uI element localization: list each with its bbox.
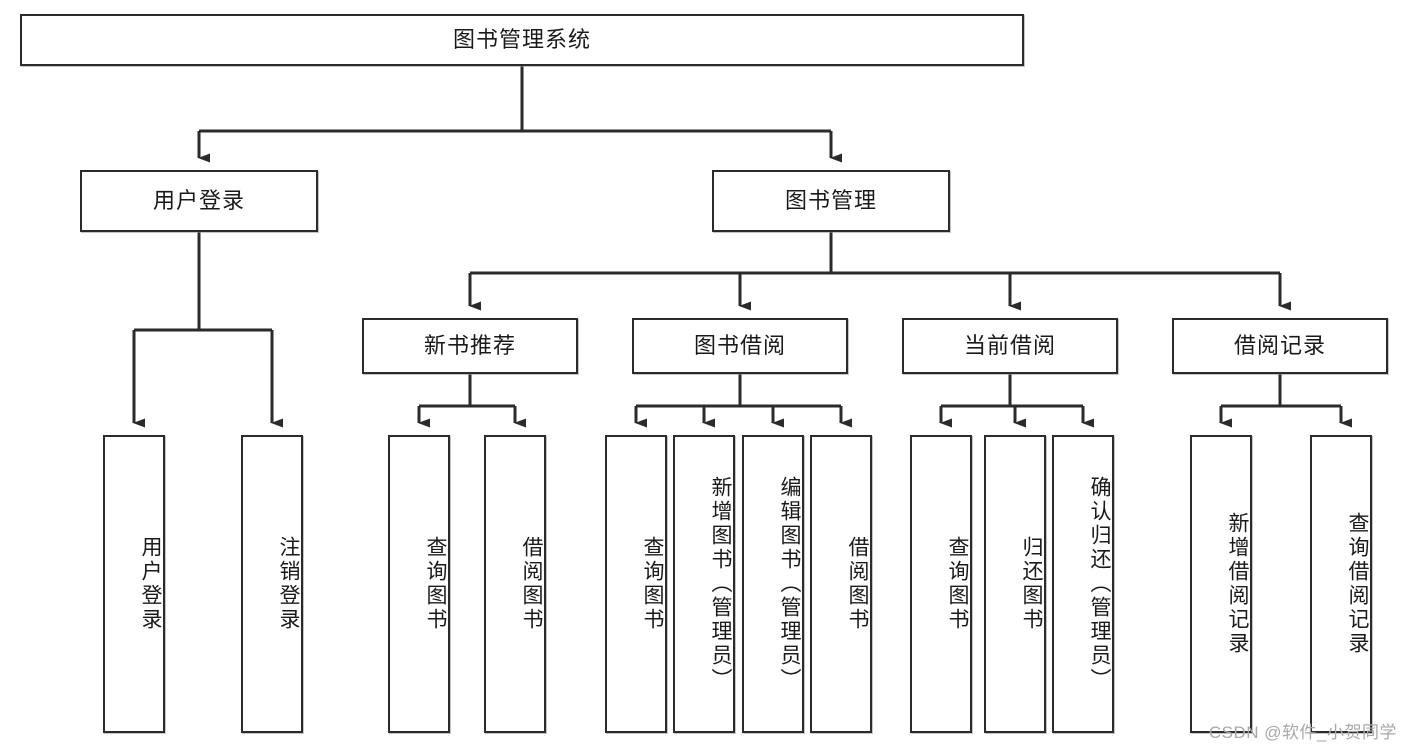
node-label: 查询图书 xyxy=(424,536,447,632)
node-leaf-query-books-current[interactable]: 查询图书 xyxy=(910,435,972,733)
node-leaf-logout[interactable]: 注销登录 xyxy=(241,435,303,733)
node-label: 查询借阅记录 xyxy=(1346,512,1369,656)
node-leaf-query-books-rec[interactable]: 查询图书 xyxy=(388,435,450,733)
node-leaf-edit-book-admin[interactable]: 编辑图书（管理员） xyxy=(742,435,804,733)
node-current-borrow[interactable]: 当前借阅 xyxy=(902,318,1118,374)
node-label: 归还图书 xyxy=(1020,536,1043,632)
node-book-borrow[interactable]: 图书借阅 xyxy=(632,318,848,374)
node-leaf-return-books[interactable]: 归还图书 xyxy=(984,435,1046,733)
node-label: 确认归还（管理员） xyxy=(1088,476,1111,692)
node-leaf-borrow-books-rec[interactable]: 借阅图书 xyxy=(484,435,546,733)
node-leaf-add-borrow-record[interactable]: 新增借阅记录 xyxy=(1190,435,1252,733)
node-label: 图书管理 xyxy=(784,187,877,213)
node-leaf-user-login[interactable]: 用户登录 xyxy=(103,435,165,733)
node-label: 图书借阅 xyxy=(693,332,786,358)
node-label: 图书管理系统 xyxy=(452,26,591,52)
node-label: 借阅图书 xyxy=(520,536,543,632)
node-borrow-records[interactable]: 借阅记录 xyxy=(1172,318,1388,374)
node-label: 新增借阅记录 xyxy=(1226,512,1249,656)
node-label: 用户登录 xyxy=(139,536,162,632)
node-root[interactable]: 图书管理系统 xyxy=(20,14,1024,66)
node-leaf-borrow-books[interactable]: 借阅图书 xyxy=(810,435,872,733)
node-label: 查询图书 xyxy=(946,536,969,632)
node-label: 注销登录 xyxy=(277,536,300,632)
node-new-book-recommend[interactable]: 新书推荐 xyxy=(362,318,578,374)
node-label: 新增图书（管理员） xyxy=(709,476,732,692)
node-label: 当前借阅 xyxy=(963,332,1056,358)
node-label: 查询图书 xyxy=(641,536,664,632)
node-leaf-query-books-borrow[interactable]: 查询图书 xyxy=(605,435,667,733)
node-user-login[interactable]: 用户登录 xyxy=(80,170,318,232)
node-leaf-confirm-return-admin[interactable]: 确认归还（管理员） xyxy=(1052,435,1114,733)
node-label: 借阅记录 xyxy=(1233,332,1326,358)
watermark-text: CSDN @软件_小贺同学 xyxy=(1208,723,1397,742)
node-label: 编辑图书（管理员） xyxy=(778,476,801,692)
node-label: 新书推荐 xyxy=(423,332,516,358)
node-leaf-query-borrow-record[interactable]: 查询借阅记录 xyxy=(1310,435,1372,733)
node-label: 用户登录 xyxy=(152,187,245,213)
node-label: 借阅图书 xyxy=(846,536,869,632)
node-book-management[interactable]: 图书管理 xyxy=(712,170,950,232)
node-leaf-add-book-admin[interactable]: 新增图书（管理员） xyxy=(673,435,735,733)
